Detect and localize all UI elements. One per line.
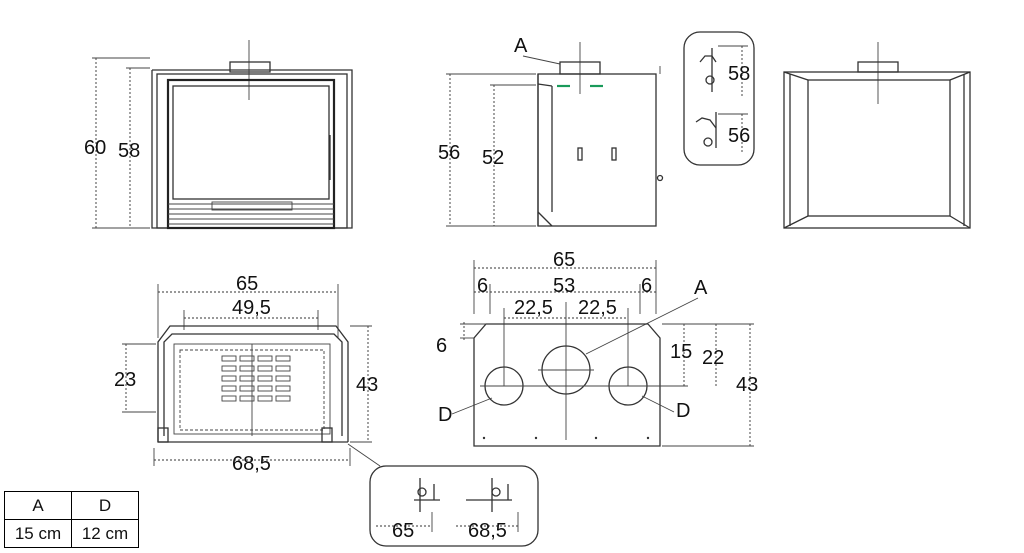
legend-header-d: D [71,491,139,520]
detail-top-dim-1: 58 [728,63,750,85]
top-width-mid: 53 [553,275,575,297]
top-depth: 43 [736,374,758,396]
legend-header-a: A [4,491,72,520]
front-height-outer: 60 [84,137,106,159]
top-view: 65 6 53 6 22,5 22,5 A 6 15 22 [436,249,758,447]
detail-top-dim-2: 56 [728,125,750,147]
top-offset-right: 22,5 [578,297,617,319]
top-margin-left: 6 [477,275,488,297]
plan-width-top: 65 [236,273,258,295]
detail-bottom: 65 68,5 [369,465,539,547]
detail-top: 58 56 [683,31,755,166]
top-width-total: 65 [553,249,575,271]
top-dim-15: 15 [670,341,692,363]
detail-bottom-dim-1: 65 [392,520,414,542]
top-offset-left: 22,5 [514,297,553,319]
legend-value-row: 15 cm 12 cm [4,519,139,548]
legend-table: A D 15 cm 12 cm [4,491,139,548]
top-margin-right: 6 [641,275,652,297]
side-view: A 56 52 [438,35,664,227]
legend-value-a: 15 cm [4,519,72,548]
detail-bottom-dim-2: 68,5 [468,520,507,542]
front-height-inner: 58 [118,140,140,162]
plan-depth: 43 [356,374,378,396]
front-view: 60 58 [84,40,353,230]
top-corner: 6 [436,335,447,357]
legend-value-d: 12 cm [71,519,139,548]
plan-depth-side: 23 [114,369,136,391]
top-label-d-left: D [438,404,452,426]
plan-width-bottom: 68,5 [232,453,271,475]
plan-width-inner: 49,5 [232,297,271,319]
side-height-inner: 52 [482,147,504,169]
top-label-d-right: D [676,400,690,422]
plan-view: 65 49,5 23 [114,273,381,475]
rear-view [783,42,971,229]
side-height-outer: 56 [438,142,460,164]
legend-header-row: A D [4,491,139,520]
top-dim-22: 22 [702,347,724,369]
top-label-a: A [694,277,708,299]
side-label-a: A [514,35,528,57]
